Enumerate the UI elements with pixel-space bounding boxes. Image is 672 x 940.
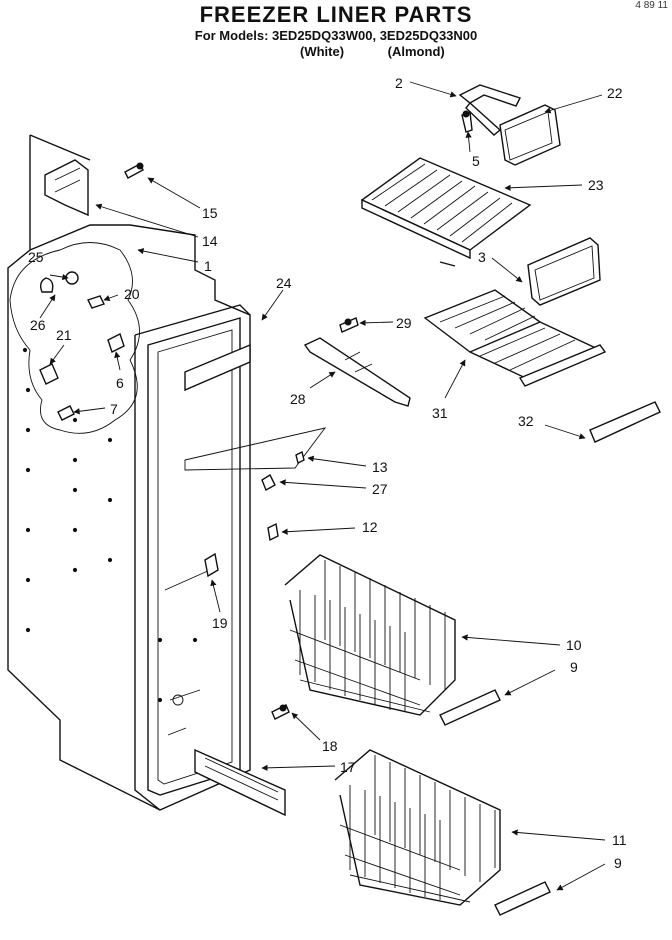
screw-part-29 <box>339 317 359 333</box>
callout-1: 1 <box>204 258 212 274</box>
callout-13: 13 <box>372 459 388 475</box>
callout-19: 19 <box>212 615 228 631</box>
callout-14: 14 <box>202 233 218 249</box>
basket-part-11 <box>334 749 501 906</box>
screw-part-15 <box>124 162 144 179</box>
callout-29: 29 <box>396 315 412 331</box>
wire-shelf-part-23 <box>360 157 532 267</box>
color-variants: (White) (Almond) <box>300 44 445 59</box>
callout-11: 11 <box>612 832 627 848</box>
screw-part-18 <box>271 704 290 720</box>
color-almond: (Almond) <box>387 44 445 59</box>
callout-27: 27 <box>372 481 388 497</box>
basket-part-10 <box>284 554 456 716</box>
screw-part-5 <box>461 110 473 133</box>
callout-24: 24 <box>276 275 292 291</box>
callout-5: 5 <box>472 153 480 169</box>
callout-25: 25 <box>28 249 44 265</box>
callout-21: 21 <box>56 327 72 343</box>
callout-23: 23 <box>588 177 604 193</box>
color-white: (White) <box>300 44 345 59</box>
callout-9-upper: 9 <box>570 659 578 675</box>
basket-trim-part-9-lower <box>494 881 551 916</box>
light-socket-assembly <box>39 271 125 421</box>
shelf-hook-part-2 <box>458 84 521 136</box>
model-numbers: For Models: 3ED25DQ33W00, 3ED25DQ33N00 <box>194 28 478 43</box>
corner-code: 4 89 11 <box>635 0 668 11</box>
clip-parts <box>184 427 327 578</box>
shelf-front-part-22 <box>499 104 561 166</box>
callout-17: 17 <box>340 759 356 775</box>
basket-trim-part-9-upper <box>439 689 501 726</box>
basket-rail-part-17 <box>194 748 286 817</box>
callout-labels: 2 22 5 23 3 15 14 1 24 29 28 31 32 13 27… <box>28 75 627 871</box>
callout-6: 6 <box>116 375 124 391</box>
callout-10: 10 <box>566 637 582 653</box>
wire-shelf-part-31 <box>423 289 607 387</box>
callout-28: 28 <box>290 391 306 407</box>
callout-22: 22 <box>607 85 623 101</box>
callout-20: 20 <box>124 286 140 302</box>
leader-lines <box>39 81 606 891</box>
hinge-bracket <box>44 159 89 217</box>
shelf-bracket-part-28 <box>303 337 411 407</box>
shelf-trim-part-32 <box>589 401 661 443</box>
callout-9-lower: 9 <box>614 855 622 871</box>
callout-12: 12 <box>362 519 378 535</box>
callout-31: 31 <box>432 405 448 421</box>
callout-18: 18 <box>322 738 338 754</box>
callout-15: 15 <box>202 205 218 221</box>
callout-3: 3 <box>478 249 486 265</box>
page-title: FREEZER LINER PARTS <box>199 2 473 27</box>
callout-2: 2 <box>395 75 403 91</box>
shelf-front-part-3 <box>527 237 601 306</box>
callout-32: 32 <box>518 413 534 429</box>
callout-26: 26 <box>30 317 46 333</box>
callout-7: 7 <box>110 401 118 417</box>
